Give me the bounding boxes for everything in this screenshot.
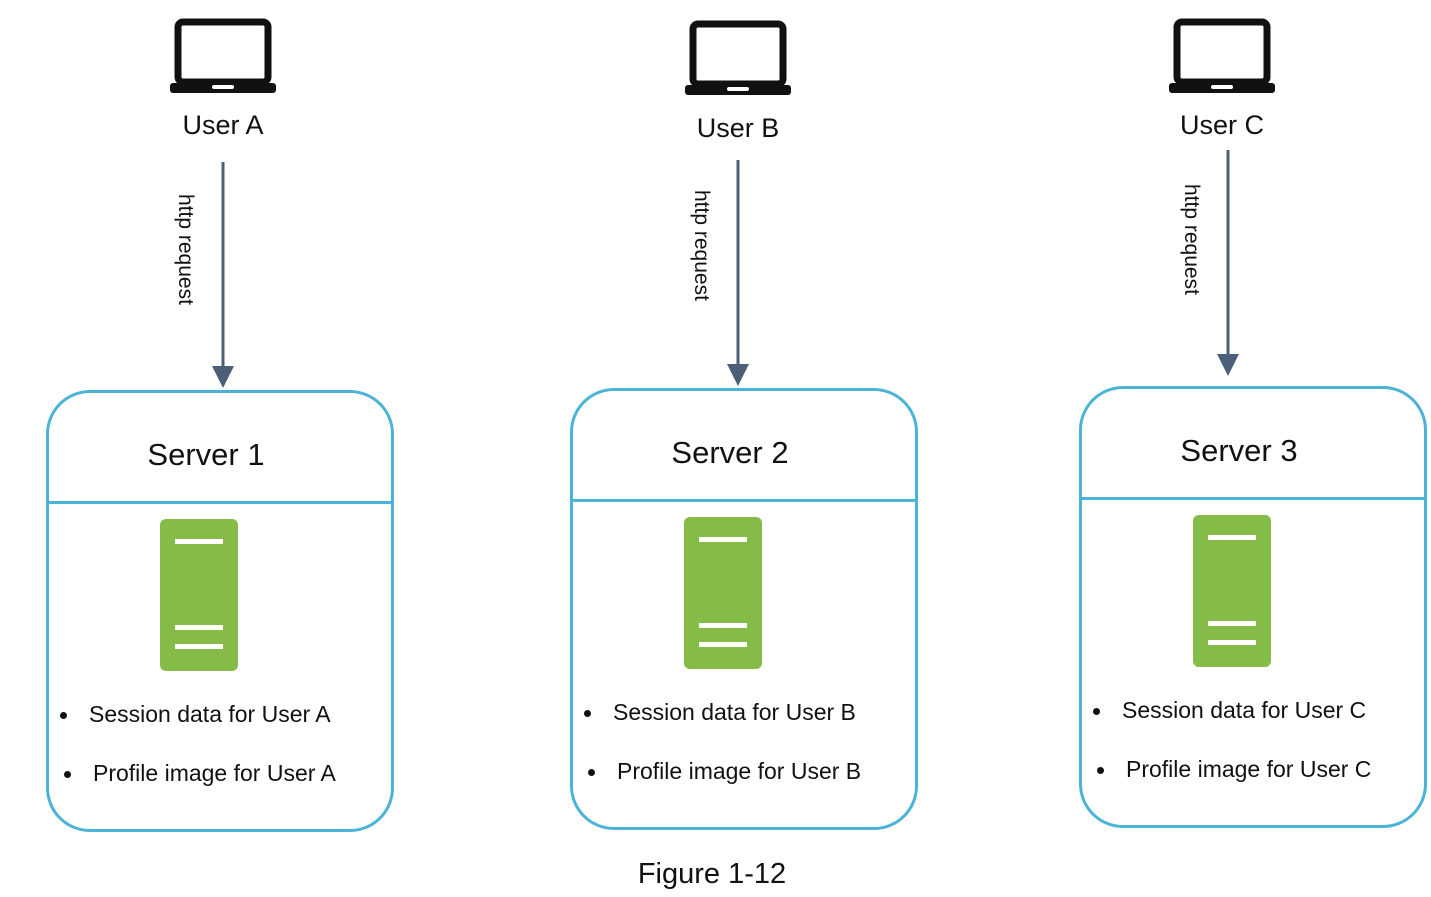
user-a-column: User A http request Server 1 Session dat… [0,0,394,897]
user-label: User A [182,110,264,140]
bullet-dot [588,769,595,776]
bullet-text: Session data for User C [1122,697,1367,723]
bullet-dot [1093,708,1100,715]
bullet-dot [584,710,591,717]
user-b-column: User B http request Server 2 Session dat… [0,0,918,897]
laptop-icon [1169,18,1275,93]
request-arrow [212,162,234,388]
bullet-text: Profile image for User B [617,758,862,784]
laptop-icon [685,20,791,95]
user-label: User B [696,113,780,143]
bullet-text: Profile image for User C [1126,756,1372,782]
bullet-text: Profile image for User A [93,760,336,786]
server-title: Server 3 [1180,433,1298,468]
server-header: Server 3 [1082,389,1424,500]
figure-caption: Figure 1-12 [637,858,787,890]
user-label: User C [1179,110,1265,140]
server-box: Server 1 Session data for User A Profile… [46,390,394,832]
server-box: Server 3 Session data for User C Profile… [1079,386,1427,828]
bullet-text: Session data for User B [613,699,856,725]
arrow-label: http request [1180,184,1203,295]
server-icon [160,519,238,671]
server-title: Server 1 [147,437,265,472]
laptop-icon [170,18,276,93]
server-header: Server 2 [573,391,915,502]
server-header: Server 1 [49,393,391,504]
bullet-text: Session data for User A [89,701,331,727]
bullet-dot [1097,767,1104,774]
server-icon [1193,515,1271,667]
arrow-label: http request [690,190,713,301]
request-arrow [727,160,749,386]
request-arrow [1217,150,1239,376]
server-title: Server 2 [671,435,789,470]
bullet-dot [60,712,67,719]
server-icon [684,517,762,669]
server-box: Server 2 Session data for User B Profile… [570,388,918,830]
bullet-dot [64,771,71,778]
